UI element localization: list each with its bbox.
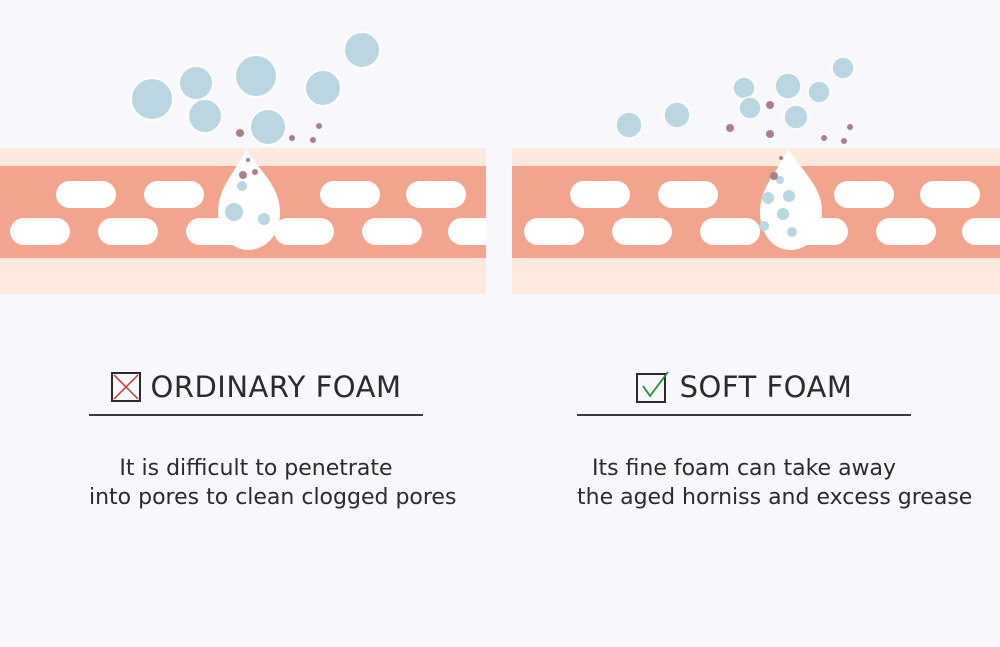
large-bubbles xyxy=(130,31,381,146)
description-line: It is difficult to penetrate xyxy=(119,456,393,481)
ordinary-foam-heading: ORDINARY FOAM xyxy=(89,360,423,414)
dirt-particles xyxy=(236,123,322,179)
dirt-particles xyxy=(726,101,853,180)
small-bubbles-in-pore xyxy=(759,176,797,237)
divider xyxy=(89,414,423,416)
soft-foam-illustration xyxy=(512,56,1000,294)
ordinary-foam-illustration xyxy=(0,31,486,294)
ordinary-foam-description: It is difficult to penetrate into pores … xyxy=(89,454,457,512)
soft-foam-title: SOFT FOAM xyxy=(679,370,853,404)
description-line: into pores to clean clogged pores xyxy=(89,485,457,510)
soft-foam-heading: SOFT FOAM xyxy=(577,360,911,414)
description-line: the aged horniss and excess grease xyxy=(577,485,973,510)
skin-cells xyxy=(524,181,1000,245)
small-bubbles-in-pore xyxy=(225,181,270,225)
ordinary-foam-title: ORDINARY FOAM xyxy=(150,370,402,404)
description-line: Its fine foam can take away xyxy=(591,456,897,481)
cross-icon xyxy=(110,372,141,402)
soft-foam-caption: SOFT FOAM Its fine foam can take away th… xyxy=(577,360,973,512)
ordinary-foam-caption: ORDINARY FOAM It is difficult to penetra… xyxy=(89,360,457,512)
soft-foam-description: Its fine foam can take away the aged hor… xyxy=(577,454,973,512)
check-icon xyxy=(635,371,669,403)
fine-bubbles xyxy=(615,56,855,139)
divider xyxy=(577,414,911,416)
